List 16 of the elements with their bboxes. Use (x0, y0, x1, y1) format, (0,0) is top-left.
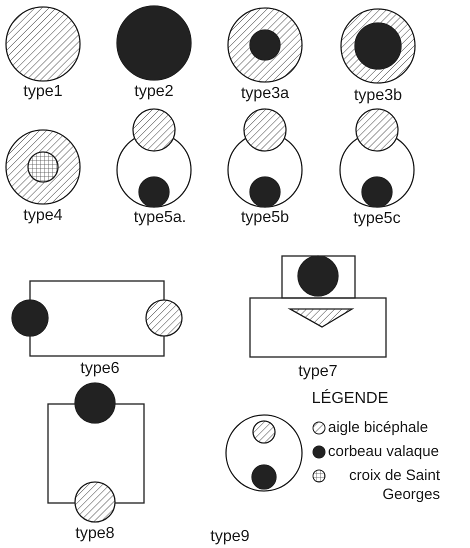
type-label: type8 (75, 524, 115, 543)
type-label: type3a (240, 84, 290, 103)
type-label: type1 (23, 82, 63, 101)
legend-title: LÉGENDE (312, 389, 388, 408)
legend-text: corbeau valaque (328, 442, 440, 461)
type-label: type5c (353, 209, 401, 228)
type-label: type9 (210, 527, 250, 546)
type-label: type5a. (134, 208, 186, 227)
legend-text: croix de Saint Georges (348, 466, 440, 504)
type-label: type5b (240, 208, 290, 227)
type-label: type6 (80, 359, 120, 378)
type-label: type2 (134, 82, 174, 101)
type-label: type3b (354, 86, 402, 105)
type-label: type7 (298, 362, 338, 381)
legend-text: aigle bicéphale (328, 418, 430, 437)
type-label: type4 (23, 206, 63, 225)
